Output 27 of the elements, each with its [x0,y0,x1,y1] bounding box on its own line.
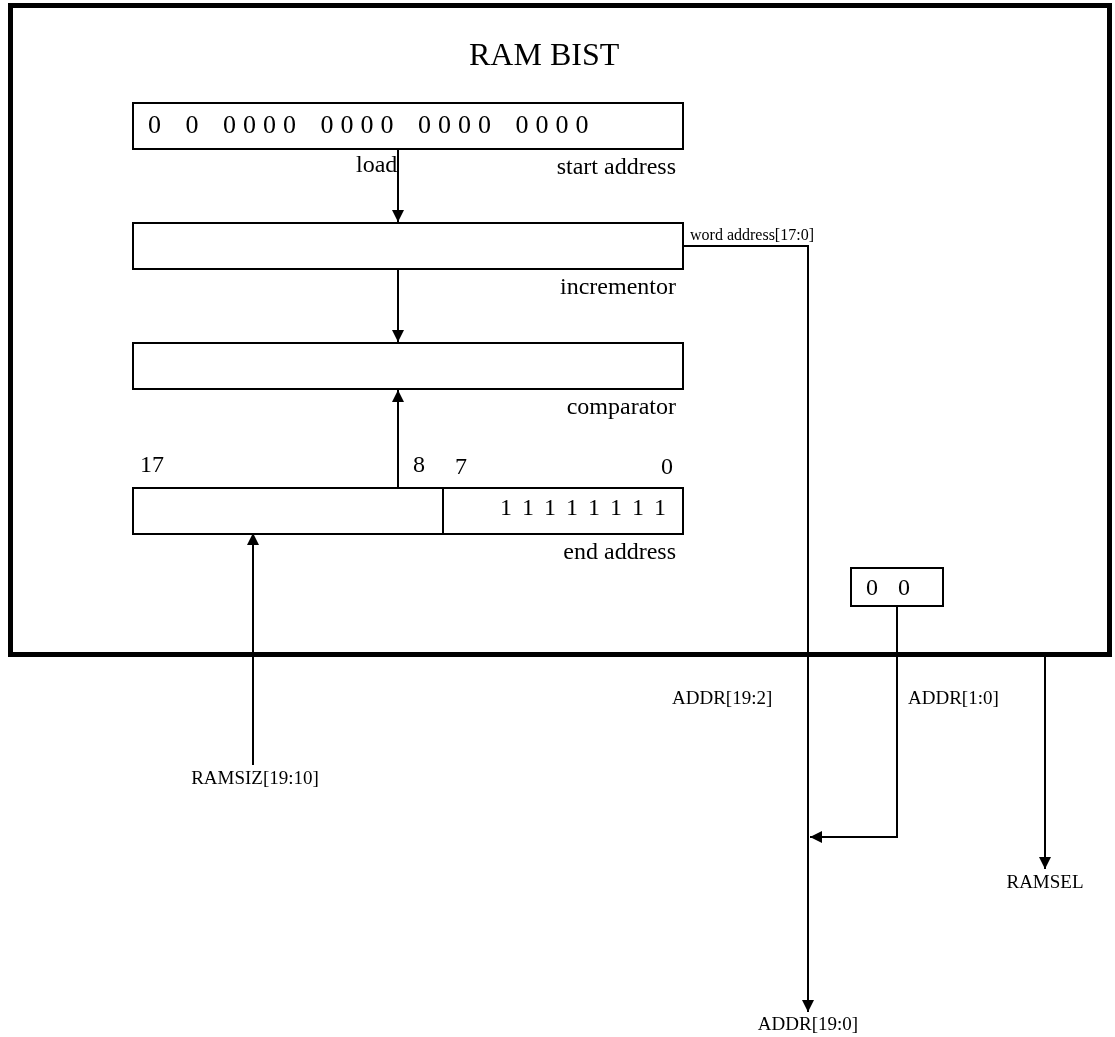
edge-label: word address[17:0] [690,227,814,243]
register-value: 0 0 [866,575,914,599]
signal-label: RAMSIZ[19:10] [165,765,345,791]
arrow [247,532,259,766]
register-name: incrementor [560,274,676,298]
signal-label: ADDR[19:2] [672,688,773,707]
arrow [1039,656,1051,870]
signal-label: RAMSEL [990,869,1100,895]
arrow [392,149,404,223]
arrow [392,389,404,490]
arrow [802,836,814,1013]
bit-number: 0 [661,454,673,478]
signal-label: ADDR[19:0] [728,1012,888,1036]
edge-label: ADDR[1:0] [908,688,999,707]
register-name: comparator [566,394,676,418]
arrow [809,606,898,843]
arrow [392,269,404,343]
register-value: 0 0 0000 0000 0000 0000 [148,112,596,138]
bit-number: 7 [455,454,467,478]
register-box [850,567,944,607]
bit-number: 8 [413,452,425,476]
bist-block [8,3,1112,657]
register-name: start address [556,154,676,178]
register-value: 1 1 1 1 1 1 1 1 [500,495,668,519]
bit-number: 17 [140,452,164,476]
register-name: end address [563,539,676,563]
block-title: RAM BIST [469,38,620,70]
